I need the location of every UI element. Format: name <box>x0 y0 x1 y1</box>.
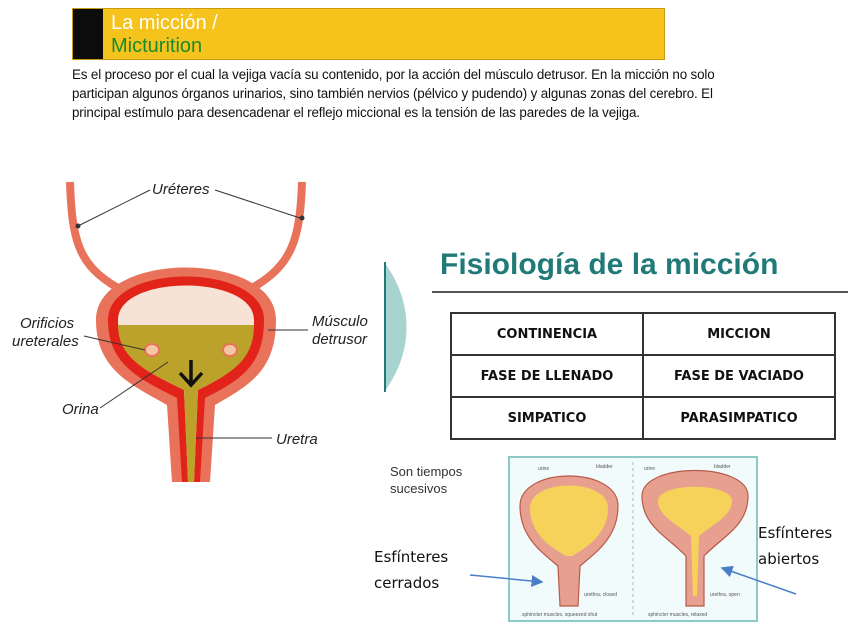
ureter-left <box>70 182 118 288</box>
intro-paragraph: Es el proceso por el cual la vejiga vací… <box>72 65 727 122</box>
caption-line2: sucesivos <box>390 480 462 497</box>
fig-right-urine: urine <box>644 466 655 472</box>
fig-left-urine: urine <box>538 466 549 472</box>
ureteral-orifice-right <box>223 344 237 356</box>
label-musculo-line1: Músculo <box>312 313 368 330</box>
label-sphincters-open-line2: abiertos <box>758 546 832 572</box>
fig-right-sphincter: sphincter muscles, relaxed <box>648 612 707 618</box>
label-ureteres: Uréteres <box>152 181 210 198</box>
ureter-right <box>252 182 302 288</box>
table-cell: MICCION <box>643 313 835 355</box>
label-musculo-line2: detrusor <box>312 331 368 348</box>
table-cell: FASE DE VACIADO <box>643 355 835 397</box>
decorative-teal-arc <box>384 262 424 392</box>
table-row: SIMPATICO PARASIMPATICO <box>451 397 835 439</box>
label-orificios-line1: Orificios <box>20 315 75 332</box>
label-orificios-line2: ureterales <box>12 333 79 350</box>
fig-left-urethra: urethra, closed <box>584 592 617 598</box>
fig-right-bladder: bladder <box>714 464 731 470</box>
bladder-diagram: Uréteres Orificios ureterales Músculo de… <box>0 170 380 510</box>
title-spanish: La micción / <box>111 12 218 35</box>
title-underline <box>432 291 848 293</box>
table-cell: PARASIMPATICO <box>643 397 835 439</box>
fig-right-urethra: urethra, open <box>710 592 740 598</box>
fig-left-sphincter: sphincter muscles, squeezed shut <box>522 612 598 618</box>
title-bar: La micción / Micturition <box>72 8 665 60</box>
fig-left-bladder: bladder <box>596 464 613 470</box>
table-cell: CONTINENCIA <box>451 313 643 355</box>
table-row: CONTINENCIA MICCION <box>451 313 835 355</box>
title-bar-accent <box>73 9 103 59</box>
caption-sucesivos: Son tiempos sucesivos <box>390 463 462 497</box>
table-cell: FASE DE LLENADO <box>451 355 643 397</box>
table-cell: SIMPATICO <box>451 397 643 439</box>
label-sphincters-closed-line2: cerrados <box>374 570 448 596</box>
ureteral-orifice-left <box>145 344 159 356</box>
label-sphincters-closed-line1: Esfínteres <box>374 544 448 570</box>
table-row: FASE DE LLENADO FASE DE VACIADO <box>451 355 835 397</box>
label-sphincters-closed: Esfínteres cerrados <box>374 544 448 596</box>
physiology-table: CONTINENCIA MICCION FASE DE LLENADO FASE… <box>450 312 836 440</box>
label-sphincters-open: Esfínteres abiertos <box>758 520 832 572</box>
label-sphincters-open-line1: Esfínteres <box>758 520 832 546</box>
caption-line1: Son tiempos <box>390 463 462 480</box>
physiology-title: Fisiología de la micción <box>440 248 778 282</box>
label-uretra: Uretra <box>276 431 318 448</box>
label-orina: Orina <box>62 401 99 418</box>
title-english: Micturition <box>111 35 202 58</box>
bladder-comparison-figure: urine bladder urethra, closed sphincter … <box>508 456 758 622</box>
